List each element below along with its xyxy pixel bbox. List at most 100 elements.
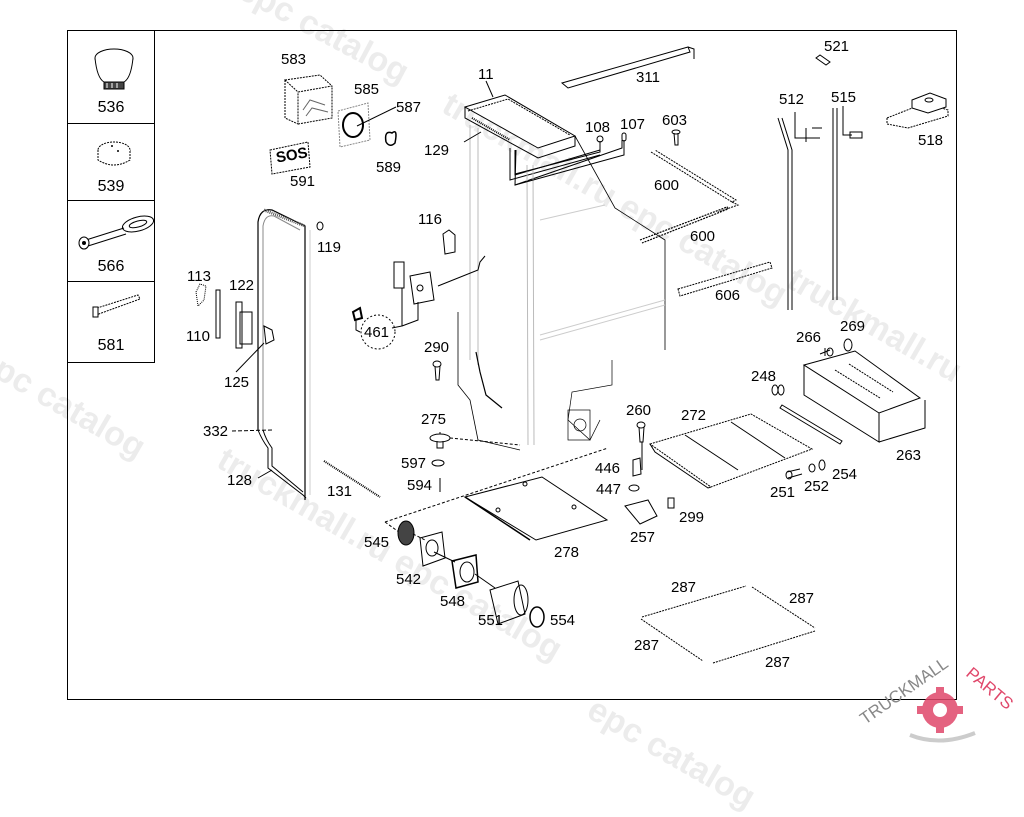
callout-290[interactable]: 290: [424, 339, 450, 356]
part-248-clip[interactable]: [771, 384, 843, 445]
callout-512[interactable]: 512: [779, 91, 805, 108]
part-269-clip[interactable]: [843, 338, 853, 352]
callout-248[interactable]: 248: [751, 368, 777, 385]
part-11-cabinet[interactable]: [457, 80, 666, 451]
part-545-grill[interactable]: [397, 520, 426, 546]
part-332-door-seal[interactable]: [257, 208, 311, 500]
callout-272[interactable]: 272: [681, 407, 707, 424]
callout-266[interactable]: 266: [796, 329, 822, 346]
callout-252[interactable]: 252: [804, 478, 830, 495]
callout-263[interactable]: 263: [896, 447, 922, 464]
callout-332[interactable]: 332: [203, 423, 229, 440]
callout-585[interactable]: 585: [354, 81, 380, 98]
callout-110[interactable]: 110: [186, 328, 210, 345]
callout-287[interactable]: 287: [671, 579, 697, 596]
callout-278[interactable]: 278: [554, 544, 580, 561]
part-122-latch[interactable]: [235, 301, 253, 349]
part-600-rod-upper[interactable]: [650, 149, 740, 213]
callout-515[interactable]: 515: [831, 89, 857, 106]
callout-583[interactable]: 583: [281, 51, 307, 68]
part-600-rod-lower[interactable]: [639, 206, 729, 244]
callout-251[interactable]: 251: [770, 484, 796, 501]
callout-287[interactable]: 287: [765, 654, 791, 671]
part-260-screw[interactable]: [636, 421, 646, 470]
part-591-sticker[interactable]: [269, 141, 311, 175]
part-278-base-plate[interactable]: [384, 447, 609, 541]
callout-116[interactable]: 116: [418, 211, 442, 228]
part-606-strip[interactable]: [677, 261, 773, 297]
callout-446[interactable]: 446: [595, 460, 621, 477]
callout-542[interactable]: 542: [396, 571, 422, 588]
part-311-strip[interactable]: [560, 46, 695, 89]
part-287-seal-set[interactable]: [640, 585, 816, 664]
part-113-lock[interactable]: [195, 283, 207, 308]
callout-128[interactable]: 128: [227, 472, 253, 489]
callout-107[interactable]: 107: [620, 116, 646, 133]
part-515-rod[interactable]: [832, 106, 863, 300]
callout-113[interactable]: 113: [187, 268, 211, 285]
callout-122[interactable]: 122: [229, 277, 255, 294]
callout-591[interactable]: 591: [290, 173, 316, 190]
callout-275[interactable]: 275: [421, 411, 447, 428]
callout-260[interactable]: 260: [626, 402, 652, 419]
part-461-lock-assembly[interactable]: [351, 255, 486, 350]
part-554-clamp[interactable]: [529, 606, 545, 628]
legend-cell-581[interactable]: 581: [67, 281, 155, 363]
part-589-clip[interactable]: [384, 131, 397, 146]
part-603-screw[interactable]: [671, 129, 681, 146]
callout-600[interactable]: 600: [654, 177, 680, 194]
part-548-flange[interactable]: [451, 554, 496, 589]
callout-589[interactable]: 589: [376, 159, 402, 176]
callout-554[interactable]: 554: [550, 612, 576, 629]
part-254-nut[interactable]: [818, 459, 826, 471]
callout-461[interactable]: 461: [364, 324, 390, 341]
part-263-cover[interactable]: [802, 350, 926, 443]
callout-606[interactable]: 606: [715, 287, 741, 304]
part-251-bolt[interactable]: [785, 468, 803, 480]
part-252-washer[interactable]: [808, 463, 816, 473]
callout-129[interactable]: 129: [424, 142, 450, 159]
part-551-tube[interactable]: [489, 580, 529, 625]
callout-311[interactable]: 311: [636, 69, 660, 86]
callout-521[interactable]: 521: [824, 38, 850, 55]
callout-518[interactable]: 518: [918, 132, 944, 149]
callout-287[interactable]: 287: [789, 590, 815, 607]
part-272-tray[interactable]: [648, 413, 814, 489]
part-518-block[interactable]: [886, 92, 949, 129]
callout-587[interactable]: 587: [396, 99, 422, 116]
callout-299[interactable]: 299: [679, 509, 705, 526]
callout-597[interactable]: 597: [401, 455, 427, 472]
part-110-bolt[interactable]: [215, 289, 221, 339]
callout-257[interactable]: 257: [630, 529, 656, 546]
callout-254[interactable]: 254: [832, 466, 858, 483]
callout-600[interactable]: 600: [690, 228, 716, 245]
callout-11[interactable]: 11: [478, 66, 494, 83]
legend-cell-539[interactable]: 539: [67, 123, 155, 202]
part-521-screw[interactable]: [815, 54, 831, 66]
callout-125[interactable]: 125: [224, 374, 250, 391]
part-512-rod[interactable]: [777, 112, 822, 310]
part-275-fastener[interactable]: [429, 432, 521, 449]
callout-287[interactable]: 287: [634, 637, 660, 654]
part-125-handle[interactable]: [263, 325, 275, 345]
callout-269[interactable]: 269: [840, 318, 866, 335]
callout-594[interactable]: 594: [407, 477, 433, 494]
part-585-plate[interactable]: [337, 102, 397, 148]
part-290-screw[interactable]: [432, 360, 442, 381]
callout-108[interactable]: 108: [585, 119, 611, 136]
part-266-screw[interactable]: [819, 347, 834, 357]
callout-131[interactable]: 131: [327, 483, 353, 500]
callout-545[interactable]: 545: [364, 534, 390, 551]
part-447-washer[interactable]: [628, 484, 640, 492]
part-299-plug[interactable]: [667, 497, 675, 509]
part-257-bracket[interactable]: [624, 499, 658, 525]
callout-551[interactable]: 551: [478, 612, 504, 629]
part-542-flange[interactable]: [419, 531, 456, 567]
part-597-clip[interactable]: [431, 459, 445, 467]
callout-603[interactable]: 603: [662, 112, 688, 129]
legend-cell-566[interactable]: 566: [67, 200, 155, 283]
part-583-housing[interactable]: [283, 74, 334, 125]
callout-447[interactable]: 447: [596, 481, 622, 498]
callout-119[interactable]: 119: [317, 239, 341, 256]
part-446-nut[interactable]: [632, 457, 642, 477]
